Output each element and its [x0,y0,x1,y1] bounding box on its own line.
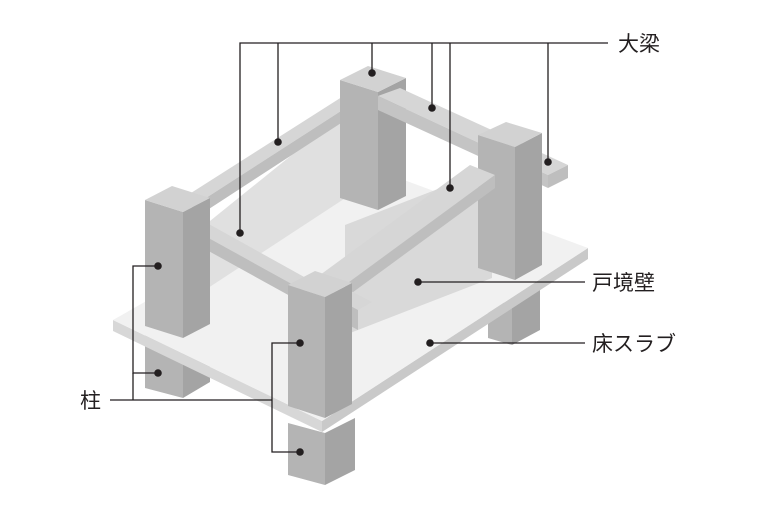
column-label: 柱 [80,389,101,413]
slab-label: 床スラブ [592,332,676,356]
back-structure [180,66,568,280]
wall-slab-leaders [414,278,585,347]
column-leaders [110,262,304,456]
wall-label: 戸境壁 [592,271,655,295]
beam-leaders [236,42,608,237]
front-columns [145,186,352,418]
beam-label: 大梁 [618,32,660,56]
